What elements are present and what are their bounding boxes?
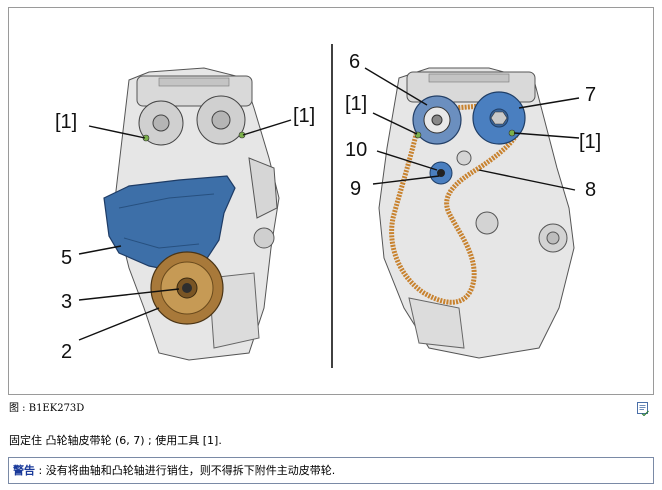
figure-caption: 图 : B1EK273D (9, 403, 85, 414)
warning-label: 警告 (13, 464, 35, 477)
callout-2: 2 (61, 341, 72, 363)
callout-9: 9 (350, 178, 361, 200)
warning-box: 警告 : 没有将曲轴和凸轮轴进行销住，则不得拆下附件主动皮带轮. (8, 457, 654, 484)
callout-tool-1-right-b: [1] (579, 131, 601, 153)
figure-frame: [1] [1] 5 3 2 (8, 7, 654, 395)
callout-3: 3 (61, 291, 72, 313)
callout-tool-1-left-b: [1] (293, 105, 315, 127)
callout-tool-1-left-a: [1] (55, 111, 77, 133)
engine-illustration: [1] [1] 5 3 2 (55, 44, 601, 368)
instruction-text: 固定住 凸轮轴皮带轮 (6, 7) ; 使用工具 [1]. (9, 434, 222, 447)
callout-10: 10 (345, 139, 367, 161)
callout-8: 8 (585, 179, 596, 201)
left-engine-drawing (103, 67, 280, 361)
callout-7: 7 (585, 84, 596, 106)
document-icon[interactable] (636, 401, 650, 417)
right-engine-drawing (378, 67, 575, 359)
callout-6: 6 (349, 51, 360, 73)
warning-text: : 没有将曲轴和凸轮轴进行销住，则不得拆下附件主动皮带轮. (35, 464, 336, 477)
left-leader-lines (78, 119, 292, 341)
callout-5: 5 (61, 247, 72, 269)
right-leader-lines (364, 67, 580, 191)
callout-tool-1-right-a: [1] (345, 93, 367, 115)
